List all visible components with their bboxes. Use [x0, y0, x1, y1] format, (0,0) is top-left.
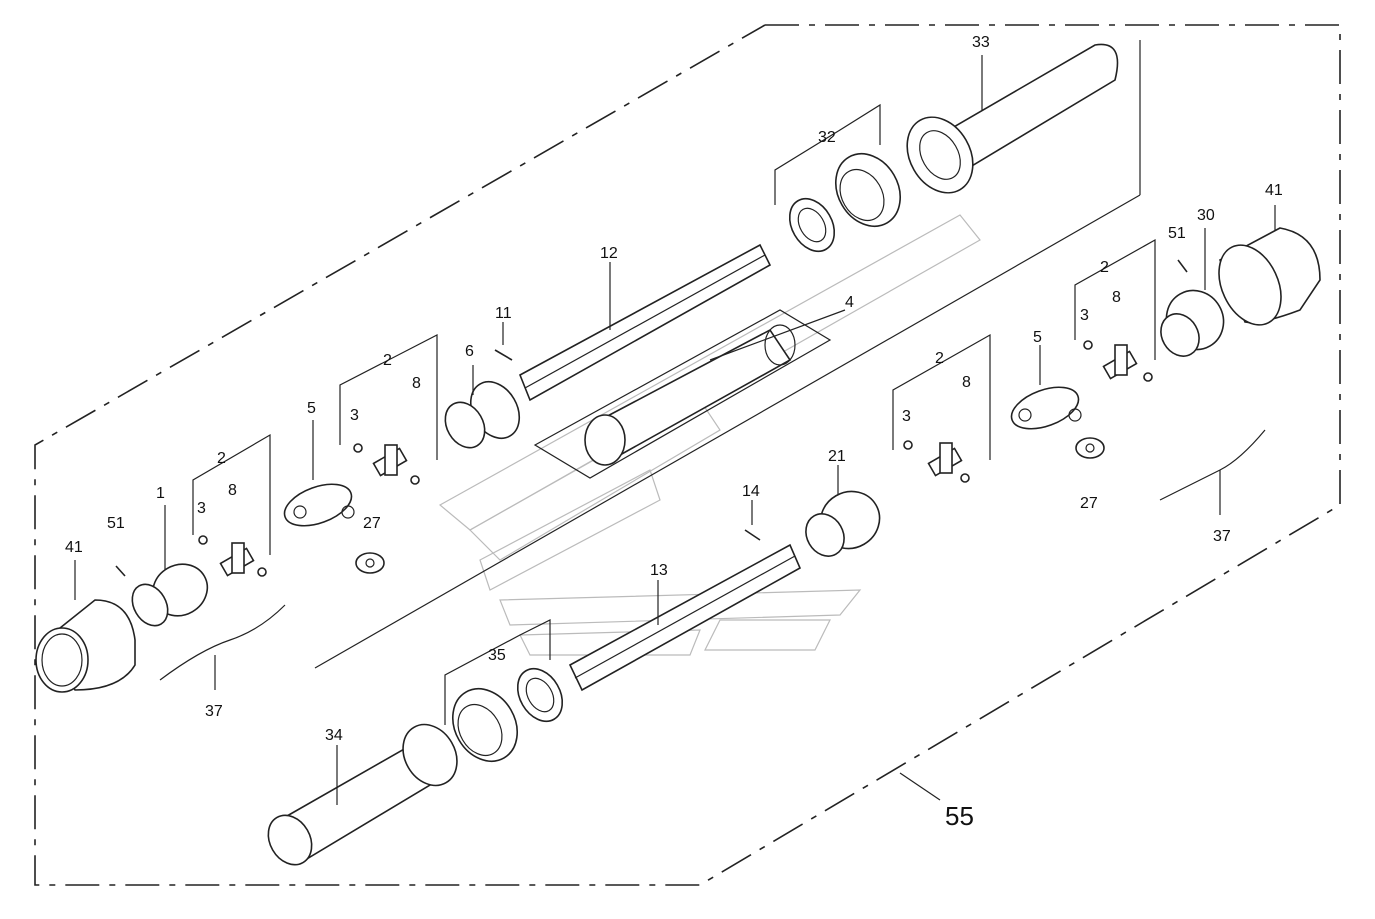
callout-41-left: 41 [65, 539, 83, 556]
callout-8-right: 8 [1112, 289, 1121, 306]
washer-27-left[interactable] [355, 552, 385, 574]
callout-34: 34 [325, 727, 343, 744]
clutch-box-4 [533, 309, 832, 479]
yoke-5-left[interactable] [279, 476, 357, 534]
bearing-ring-35[interactable] [440, 677, 530, 773]
callout-32: 32 [818, 129, 836, 146]
callout-8-middle: 8 [962, 374, 971, 391]
callout-3-left-upper: 3 [350, 407, 359, 424]
callout-8-left-lower: 8 [228, 482, 237, 499]
callout-41-right: 41 [1265, 182, 1283, 199]
cross-kit-8-left-lower[interactable] [198, 535, 267, 577]
callout-51-right: 51 [1168, 225, 1186, 242]
assembly-outline [34, 24, 1341, 886]
spring-pin-11[interactable] [494, 349, 513, 361]
callout-27-right: 27 [1080, 495, 1098, 512]
callout-5-left: 5 [307, 400, 316, 417]
yoke-1[interactable] [125, 554, 217, 632]
safety-chain-37-right[interactable] [1159, 429, 1266, 501]
callout-3-left-lower: 3 [197, 500, 206, 517]
assembly-number: 55 [945, 801, 974, 831]
screw-51-right[interactable] [1177, 259, 1188, 273]
callout-8-left-upper: 8 [412, 375, 421, 392]
callout-2-left-lower: 2 [217, 450, 226, 467]
callout-14: 14 [742, 483, 760, 500]
yoke-30[interactable] [1153, 280, 1234, 363]
callout-1: 1 [156, 485, 165, 502]
callout-5-right: 5 [1033, 329, 1042, 346]
inner-yoke-21[interactable] [798, 481, 890, 563]
callout-2-left-upper: 2 [383, 352, 392, 369]
profile-tube-12[interactable] [518, 243, 772, 402]
callout-11: 11 [495, 305, 512, 322]
callout-6: 6 [465, 343, 474, 360]
flange-plate-35[interactable] [509, 661, 572, 729]
callout-3-middle: 3 [902, 408, 911, 425]
flange-plate-32[interactable] [781, 191, 844, 259]
spring-pin-14[interactable] [744, 529, 761, 541]
callout-4: 4 [845, 294, 854, 311]
guard-cone-41-right[interactable] [1207, 227, 1321, 335]
callout-27-left: 27 [363, 515, 381, 532]
callout-21: 21 [828, 448, 846, 465]
bearing-ring-32[interactable] [823, 142, 913, 238]
inner-sleeve-4[interactable] [584, 324, 796, 466]
guard-cone-41-left[interactable] [35, 599, 136, 693]
screw-51-left[interactable] [115, 565, 126, 577]
cross-kit-8-left-upper[interactable] [353, 443, 420, 485]
callout-35: 35 [488, 647, 506, 664]
callout-3-right: 3 [1080, 307, 1089, 324]
callout-30: 30 [1197, 207, 1215, 224]
callout-51-left: 51 [107, 515, 125, 532]
safety-chain-37-left[interactable] [159, 604, 286, 681]
washer-27-right[interactable] [1075, 437, 1105, 459]
yoke-5-right[interactable] [1006, 379, 1084, 437]
profile-tube-13[interactable] [568, 543, 802, 692]
callout-37-right: 37 [1213, 528, 1231, 545]
leader-line [899, 772, 941, 801]
callout-37-left: 37 [205, 703, 223, 720]
callout-12: 12 [600, 245, 618, 262]
cross-kit-8-right-upper[interactable] [1083, 340, 1153, 382]
callout-2-middle: 2 [935, 350, 944, 367]
inner-yoke-6[interactable] [437, 373, 529, 455]
callout-2-right: 2 [1100, 259, 1109, 276]
outer-guard-tube-34[interactable] [260, 715, 468, 873]
cross-kit-8-middle[interactable] [903, 440, 970, 483]
leader-line [314, 194, 1141, 669]
outer-guard-tube-33[interactable] [894, 43, 1119, 204]
callout-13: 13 [650, 562, 668, 579]
callout-33: 33 [972, 34, 990, 51]
